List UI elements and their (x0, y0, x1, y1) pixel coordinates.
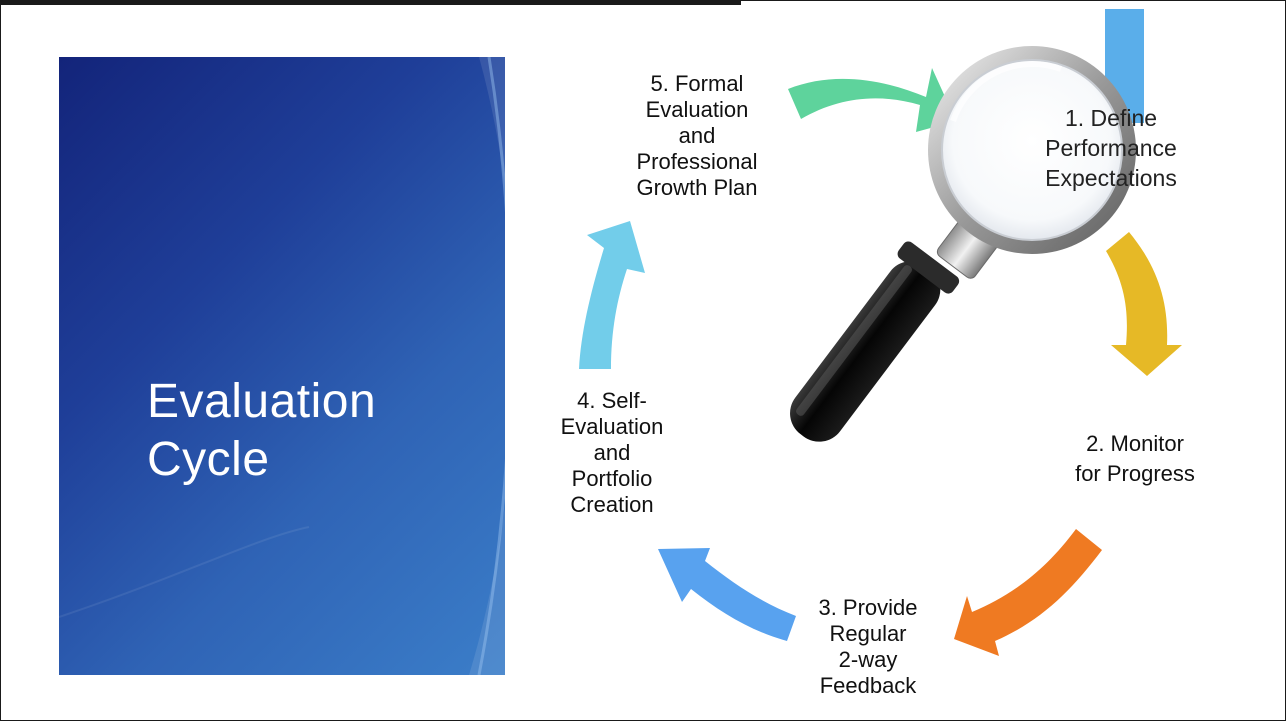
step-feedback-line: 2-way (838, 647, 898, 672)
slide-title-line: Evaluation (147, 375, 377, 428)
step-selfeval-line: 4. Self- (577, 388, 647, 413)
arrow-selfeval-to-formal (579, 221, 645, 369)
arrow-formal-to-define (788, 68, 956, 132)
step-define-line: Performance (1045, 135, 1177, 161)
panel-swoosh (59, 57, 505, 675)
slide-title-line: Cycle (147, 433, 270, 486)
arrow-feedback-to-selfeval (658, 548, 796, 641)
step-formal-line: Professional (636, 149, 758, 174)
step-formal-label: 5. Formal Evaluation and Professional Gr… (597, 71, 797, 201)
arrow-monitor-to-feedback (954, 529, 1102, 656)
step-define-line: 1. Define (1064, 105, 1158, 131)
step-selfeval-line: Creation (570, 492, 654, 517)
step-selfeval-line: Evaluation (560, 414, 664, 439)
step-formal-line: Growth Plan (636, 175, 758, 200)
step-selfeval-label: 4. Self- Evaluation and Portfolio Creati… (537, 388, 687, 518)
slide-title: Evaluation Cycle (147, 373, 376, 489)
step-define-label: 1. Define Performance Expectations (1036, 103, 1186, 193)
step-monitor-label: 2. Monitor for Progress (1050, 429, 1220, 489)
title-panel: Evaluation Cycle (59, 57, 505, 675)
top-rule (1, 1, 741, 5)
step-define-line: Expectations (1045, 165, 1177, 191)
step-feedback-line: Regular (829, 621, 907, 646)
magnifying-glass-icon (790, 46, 1136, 442)
step-feedback-label: 3. Provide Regular 2-way Feedback (793, 595, 943, 699)
step-feedback-line: 3. Provide (818, 595, 918, 620)
step-monitor-line: 2. Monitor (1086, 431, 1184, 456)
step-selfeval-line: Portfolio (571, 466, 653, 491)
step-feedback-line: Feedback (819, 673, 917, 698)
step-formal-line: and (678, 123, 716, 148)
step-monitor-line: for Progress (1075, 461, 1195, 486)
step-formal-line: Evaluation (645, 97, 749, 122)
step-formal-line: 5. Formal (650, 71, 744, 96)
step-selfeval-line: and (593, 440, 631, 465)
arrow-define-to-monitor (1106, 232, 1182, 376)
